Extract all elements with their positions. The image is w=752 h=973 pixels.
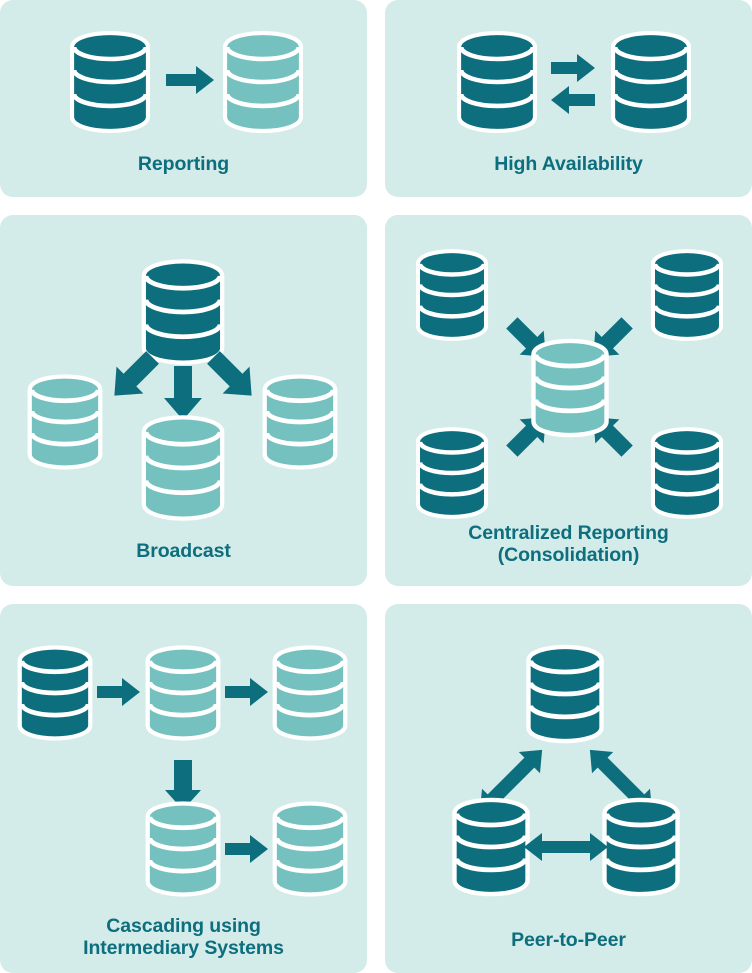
- high-availability-illustration: [385, 0, 752, 197]
- database-icon-primary: [74, 35, 146, 129]
- database-icon-intermediary-lower: [150, 806, 216, 893]
- double-arrow-down-right-icon: [589, 749, 653, 813]
- reporting-illustration: [0, 0, 367, 197]
- database-icon-peer-top: [531, 649, 600, 739]
- database-icon-primary: [146, 264, 220, 361]
- arrow-right-icon: [225, 678, 268, 706]
- caption-line: Broadcast: [136, 540, 231, 562]
- database-icon-peer-right: [607, 802, 676, 892]
- arrow-down-right-icon: [207, 351, 252, 396]
- panel-reporting[interactable]: Reporting: [0, 0, 367, 197]
- panel-peer-to-peer[interactable]: Peer-to-Peer: [385, 604, 752, 973]
- arrow-down-icon: [164, 366, 202, 420]
- broadcast-illustration: [0, 215, 367, 586]
- database-icon-source-bottom-left: [420, 431, 484, 515]
- database-icon-primary: [22, 650, 88, 737]
- database-icon-replica-bottom-right: [277, 806, 343, 893]
- centralized-reporting-illustration: [385, 215, 752, 586]
- panel-cascading-caption: Cascading using Intermediary Systems: [0, 915, 367, 959]
- arrow-right-icon: [97, 678, 140, 706]
- database-icon-replica-center: [146, 420, 220, 517]
- caption-line: (Consolidation): [497, 544, 640, 566]
- database-icon-source-bottom-right: [655, 431, 719, 515]
- caption-line: Intermediary Systems: [83, 937, 284, 959]
- arrow-down-icon: [165, 760, 201, 810]
- database-icon-intermediary: [150, 650, 216, 737]
- panel-broadcast-caption: Broadcast: [0, 540, 367, 562]
- panel-high-availability-caption: High Availability: [385, 153, 752, 175]
- database-icon-primary: [461, 35, 533, 129]
- caption-line: High Availability: [494, 153, 643, 175]
- peer-to-peer-illustration: [385, 604, 752, 973]
- panel-centralized-reporting[interactable]: Centralized Reporting (Consolidation): [385, 215, 752, 586]
- database-icon-replica-left: [32, 379, 98, 466]
- database-icon-replica: [227, 35, 299, 129]
- caption-line: Cascading using: [106, 915, 261, 937]
- panel-reporting-caption: Reporting: [0, 153, 367, 175]
- caption-line: Reporting: [137, 153, 230, 175]
- arrow-right-icon: [166, 66, 214, 94]
- panel-cascading[interactable]: Cascading using Intermediary Systems: [0, 604, 367, 973]
- double-arrow-horizontal-icon: [524, 833, 608, 861]
- database-icon-consolidated-center: [536, 343, 605, 433]
- database-icon-peer-left: [457, 802, 526, 892]
- database-icon-source-top-right: [655, 253, 719, 337]
- panel-broadcast[interactable]: Broadcast: [0, 215, 367, 586]
- caption-line: Centralized Reporting: [468, 522, 669, 544]
- cascading-illustration: [0, 604, 367, 973]
- arrow-left-icon: [551, 86, 595, 114]
- arrow-down-left-icon: [114, 351, 159, 396]
- arrow-right-icon: [225, 835, 268, 863]
- database-icon-source-top-left: [420, 253, 484, 337]
- panel-centralized-reporting-caption: Centralized Reporting (Consolidation): [385, 522, 752, 566]
- panel-peer-to-peer-caption: Peer-to-Peer: [385, 929, 752, 951]
- database-icon-replica-right: [267, 379, 333, 466]
- arrow-right-icon: [551, 54, 595, 82]
- database-icon-replica-top-right: [277, 650, 343, 737]
- database-icon-secondary: [615, 35, 687, 129]
- panel-high-availability[interactable]: High Availability: [385, 0, 752, 197]
- double-arrow-down-left-icon: [479, 749, 543, 813]
- caption-line: Peer-to-Peer: [511, 929, 626, 951]
